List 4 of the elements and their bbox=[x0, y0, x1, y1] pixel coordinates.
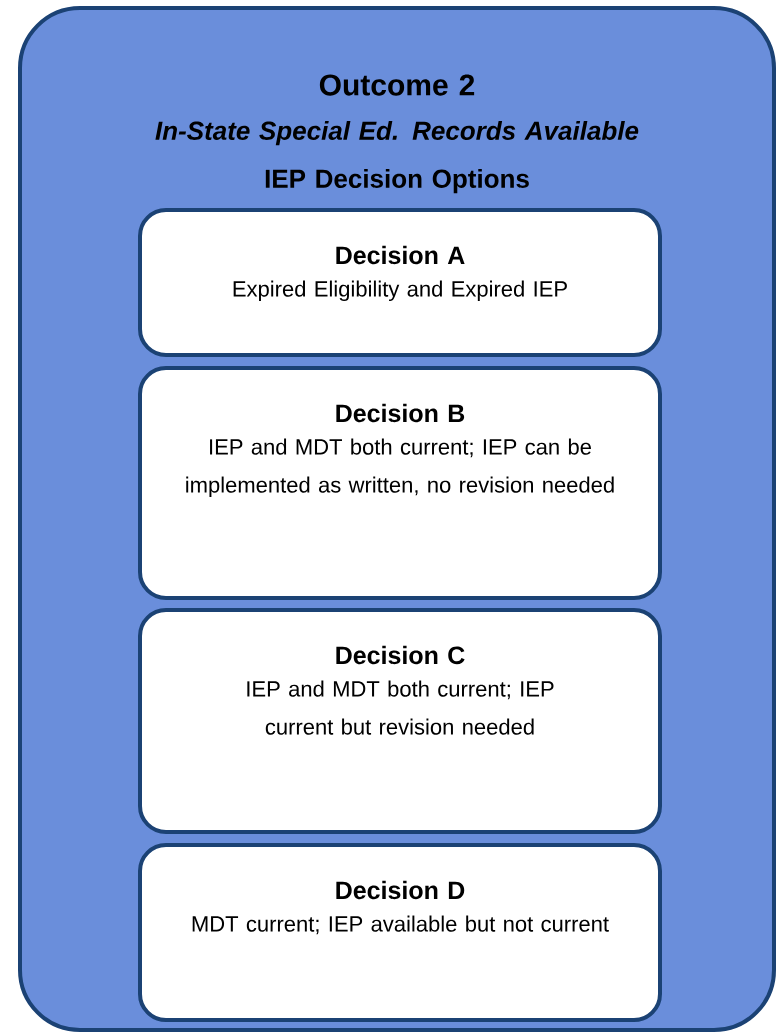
option-box: Decision A Expired Eligibility and Expired IEP bbox=[138, 208, 662, 357]
option-box: Decision C IEP and MDT both current; IEP current but revision needed bbox=[138, 608, 662, 834]
option-box: Decision D MDT current; IEP available but not current bbox=[138, 843, 662, 1022]
option-box: Decision B IEP and MDT both current; IEP can be implemented as written, no revision needed bbox=[138, 366, 662, 600]
